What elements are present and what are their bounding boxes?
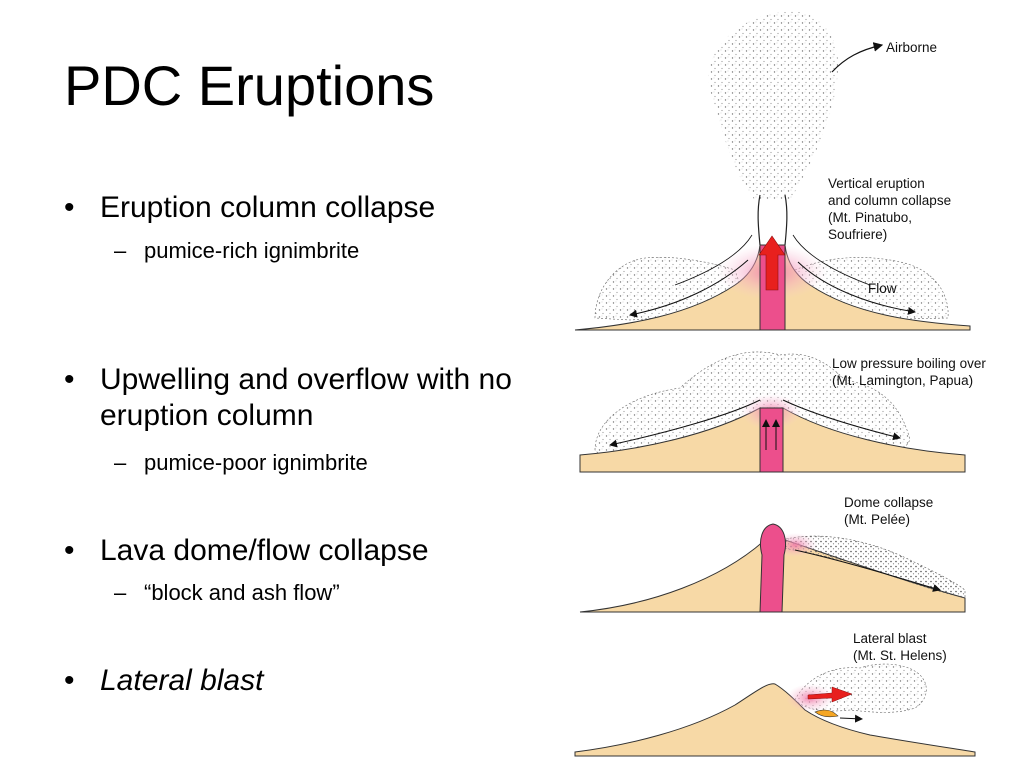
sub-bullet-text: “block and ash flow” (144, 580, 340, 605)
airborne-label: Airborne (886, 40, 937, 55)
panel-caption: Soufriere) (828, 227, 887, 242)
upward-arrow (758, 235, 786, 291)
sub-bullet-item: –pumice-poor ignimbrite (114, 449, 368, 477)
panel-caption: and column collapse (828, 193, 951, 208)
panel-caption: (Mt. St. Helens) (853, 648, 947, 663)
bullet-text: Lava dome/flow collapse (100, 534, 429, 567)
lava-dome (759, 523, 787, 613)
sub-bullet-dash: – (114, 580, 127, 605)
blast-arrow (807, 686, 853, 703)
bullet-dot: • (64, 534, 75, 567)
bullet-item: • Upwelling and overflow with no eruptio… (64, 362, 534, 434)
panel-caption: Dome collapse (844, 495, 933, 510)
bullet-item: • Eruption column collapse (64, 190, 534, 226)
orange-deposit (814, 709, 839, 718)
panel-caption: Vertical eruption (828, 176, 925, 191)
panel-caption: (Mt. Pelée) (844, 512, 910, 527)
bullet-text: Lateral blast (100, 664, 264, 697)
sub-bullet-item: –pumice-rich ignimbrite (114, 237, 359, 265)
sub-bullet-item: –“block and ash flow” (114, 579, 340, 607)
flow-label: Flow (868, 281, 897, 296)
bullet-dot: • (64, 664, 75, 697)
bullet-dot: • (64, 363, 75, 396)
magma-conduit (759, 407, 784, 473)
panel-column-collapse: Airborne Vertical eruption and column co… (574, 11, 971, 331)
bullet-item: • Lateral blast (64, 663, 534, 699)
panel-caption: (Mt. Pinatubo, (828, 210, 912, 225)
sub-bullet-dash: – (114, 450, 127, 475)
panel-lateral-blast: Lateral blast (Mt. St. Helens) (574, 631, 976, 757)
slide-title: PDC Eruptions (64, 54, 435, 117)
bullet-dot: • (64, 191, 75, 224)
sub-bullet-dash: – (114, 238, 127, 263)
bullet-item: • Lava dome/flow collapse (64, 533, 534, 569)
panel-caption: Low pressure boiling over (832, 356, 986, 371)
sub-bullet-text: pumice-poor ignimbrite (144, 450, 368, 475)
sub-bullet-text: pumice-rich ignimbrite (144, 238, 360, 263)
block-ash-flow (781, 535, 966, 599)
panel-dome-collapse: Dome collapse (Mt. Pelée) (579, 495, 966, 613)
panel-caption: (Mt. Lamington, Papua) (832, 373, 973, 388)
ash-column (708, 11, 839, 200)
panel-caption: Lateral blast (853, 631, 927, 646)
bullet-text: Eruption column collapse (100, 191, 436, 224)
panel-boiling-over: Low pressure boiling over (Mt. Lamington… (579, 351, 986, 473)
pdc-diagram: Airborne Vertical eruption and column co… (570, 0, 1024, 768)
bullet-text: Upwelling and overflow with no eruption … (100, 363, 512, 432)
